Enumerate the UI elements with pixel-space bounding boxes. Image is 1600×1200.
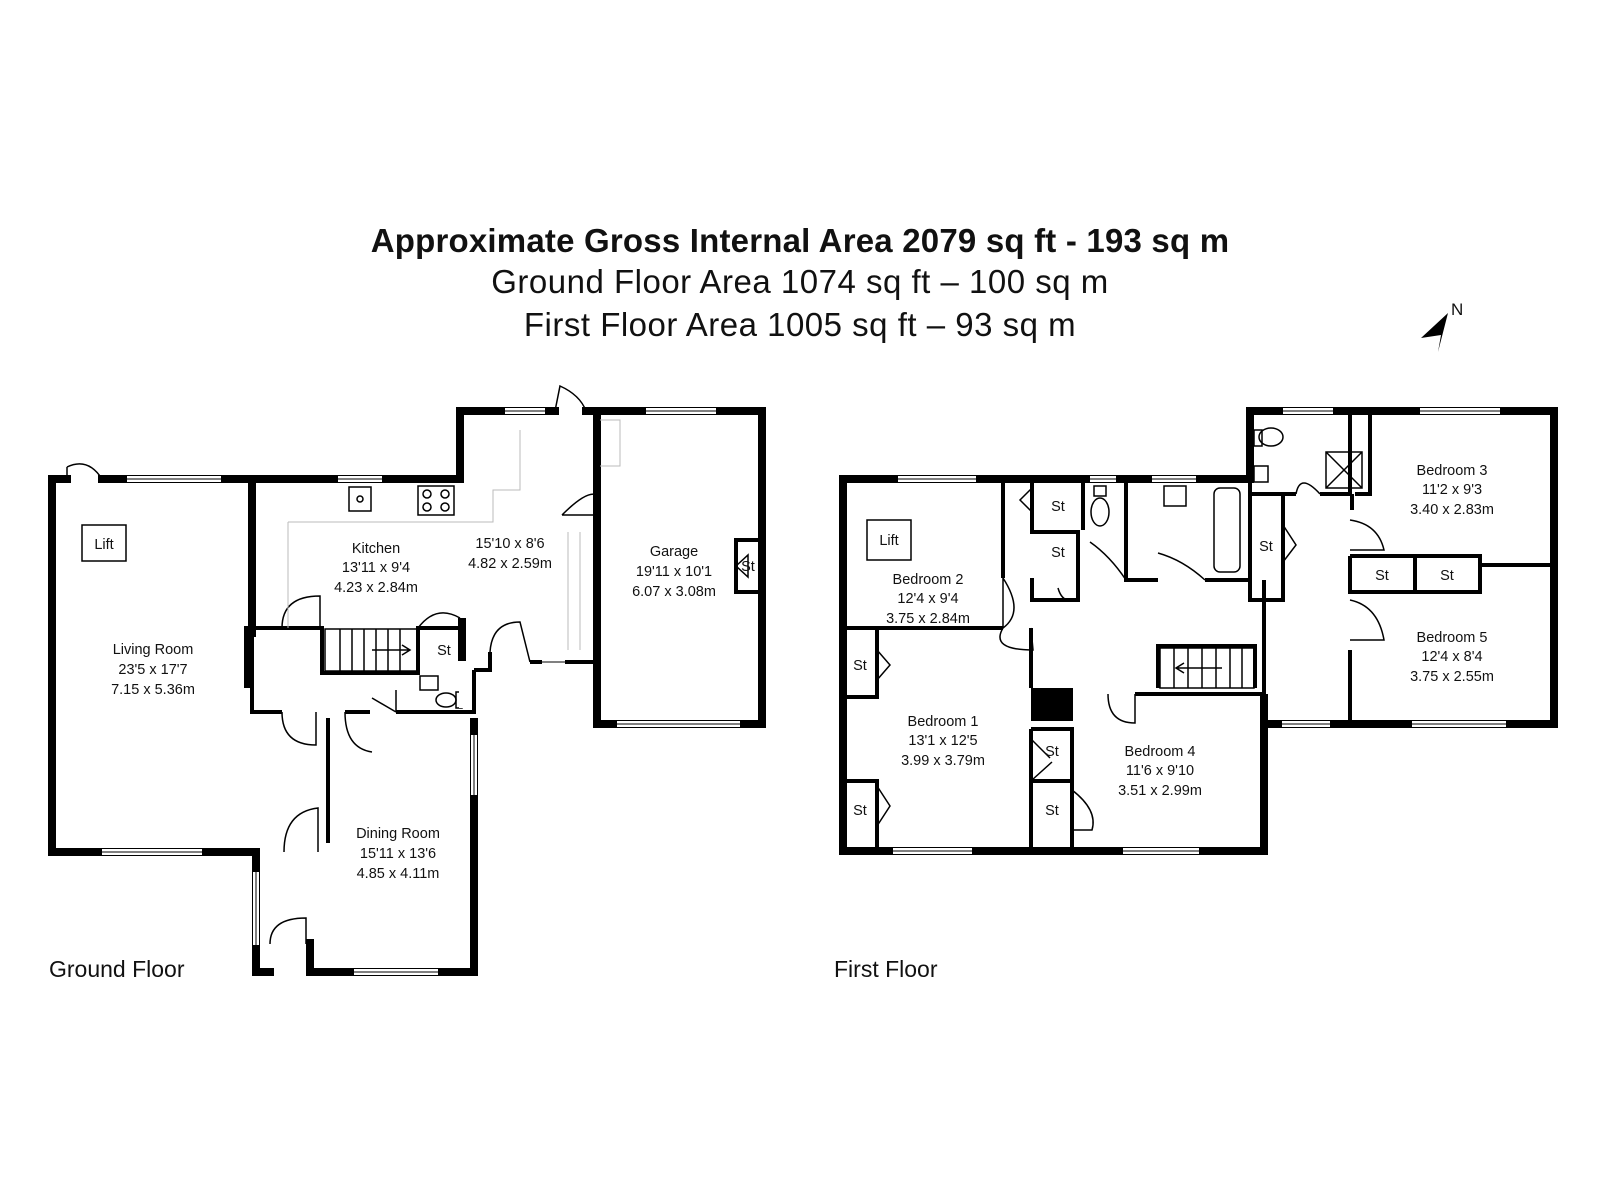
svg-text:3.51 x 2.99m: 3.51 x 2.99m — [1118, 783, 1202, 799]
first-floor-area: First Floor Area 1005 sq ft – 93 sq m — [523, 306, 1077, 343]
svg-text:13'1 x 12'5: 13'1 x 12'5 — [908, 733, 977, 749]
svg-text:15'11 x 13'6: 15'11 x 13'6 — [360, 846, 436, 862]
store-label: St — [1045, 803, 1059, 819]
first-floor-label: First Floor — [834, 956, 938, 982]
svg-text:3.40 x 2.83m: 3.40 x 2.83m — [1410, 502, 1494, 518]
living-room-label: Living Room 23'5 x 17'7 7.15 x 5.36m — [111, 642, 195, 698]
svg-text:7.15 x 5.36m: 7.15 x 5.36m — [111, 682, 195, 698]
bedroom-3-label: Bedroom 3 11'2 x 9'3 3.40 x 2.83m — [1410, 463, 1494, 518]
bedroom-1-label: Bedroom 1 13'1 x 12'5 3.99 x 3.79m — [901, 714, 985, 769]
svg-text:Lift: Lift — [94, 537, 113, 553]
svg-text:15'10 x 8'6: 15'10 x 8'6 — [475, 536, 544, 552]
svg-text:Bedroom 5: Bedroom 5 — [1417, 630, 1488, 646]
svg-text:23'5 x 17'7: 23'5 x 17'7 — [118, 662, 187, 678]
bedroom-5-label: Bedroom 5 12'4 x 8'4 3.75 x 2.55m — [1410, 630, 1494, 685]
svg-text:12'4 x 9'4: 12'4 x 9'4 — [897, 591, 958, 607]
svg-text:13'11 x 9'4: 13'11 x 9'4 — [342, 560, 410, 576]
svg-text:Garage: Garage — [650, 544, 698, 560]
svg-text:4.85 x 4.11m: 4.85 x 4.11m — [357, 866, 440, 882]
svg-text:Bedroom 4: Bedroom 4 — [1125, 744, 1196, 760]
store-label: St — [1259, 539, 1273, 555]
svg-text:3.75 x 2.84m: 3.75 x 2.84m — [886, 611, 970, 627]
store-label: St — [1375, 568, 1389, 584]
north-label: N — [1451, 300, 1463, 319]
store-label: St — [853, 658, 867, 674]
first-floor-plan: Lift — [834, 407, 1558, 982]
store-label: St — [853, 803, 867, 819]
utility-label: 15'10 x 8'6 4.82 x 2.59m — [468, 536, 552, 572]
store-label: St — [741, 559, 755, 575]
svg-text:6.07 x 3.08m: 6.07 x 3.08m — [632, 584, 716, 600]
svg-text:Kitchen: Kitchen — [352, 541, 400, 557]
store-label: St — [1051, 499, 1065, 515]
ground-floor-plan: Lift — [48, 384, 766, 982]
svg-text:Bedroom 1: Bedroom 1 — [908, 714, 979, 730]
store-label: St — [1045, 744, 1059, 760]
windows-first — [893, 408, 1506, 854]
store-label: St — [437, 643, 451, 659]
svg-text:4.23 x 2.84m: 4.23 x 2.84m — [334, 580, 418, 596]
stairs-first — [1159, 647, 1255, 689]
garage-label: Garage 19'11 x 10'1 6.07 x 3.08m — [632, 544, 716, 600]
svg-text:12'4 x 8'4: 12'4 x 8'4 — [1421, 649, 1482, 665]
north-arrow-icon: N — [1421, 300, 1463, 352]
ground-floor-label: Ground Floor — [49, 956, 185, 982]
store-label: St — [1051, 545, 1065, 561]
svg-text:Living Room: Living Room — [113, 642, 194, 658]
svg-text:Bedroom 2: Bedroom 2 — [893, 572, 964, 588]
svg-text:Bedroom 3: Bedroom 3 — [1417, 463, 1488, 479]
bedroom-4-label: Bedroom 4 11'6 x 9'10 3.51 x 2.99m — [1118, 744, 1202, 799]
kitchen-label: Kitchen 13'11 x 9'4 4.23 x 2.84m — [334, 541, 418, 596]
svg-text:19'11 x 10'1: 19'11 x 10'1 — [636, 564, 712, 580]
svg-text:4.82 x 2.59m: 4.82 x 2.59m — [468, 556, 552, 572]
svg-text:Lift: Lift — [879, 533, 898, 549]
svg-text:3.75 x 2.55m: 3.75 x 2.55m — [1410, 669, 1494, 685]
svg-text:Dining Room: Dining Room — [356, 826, 440, 842]
svg-text:3.99 x 3.79m: 3.99 x 3.79m — [901, 753, 985, 769]
total-area-title: Approximate Gross Internal Area 2079 sq … — [370, 222, 1230, 259]
stairs-ground — [324, 628, 418, 672]
bedroom-2-label: Bedroom 2 12'4 x 9'4 3.75 x 2.84m — [886, 572, 970, 627]
dining-room-label: Dining Room 15'11 x 13'6 4.85 x 4.11m — [356, 826, 440, 882]
windows-ground — [102, 408, 740, 975]
svg-text:11'2 x 9'3: 11'2 x 9'3 — [1422, 482, 1482, 498]
svg-text:11'6 x 9'10: 11'6 x 9'10 — [1126, 763, 1194, 779]
store-label: St — [1440, 568, 1454, 584]
ground-floor-area: Ground Floor Area 1074 sq ft – 100 sq m — [491, 263, 1109, 300]
